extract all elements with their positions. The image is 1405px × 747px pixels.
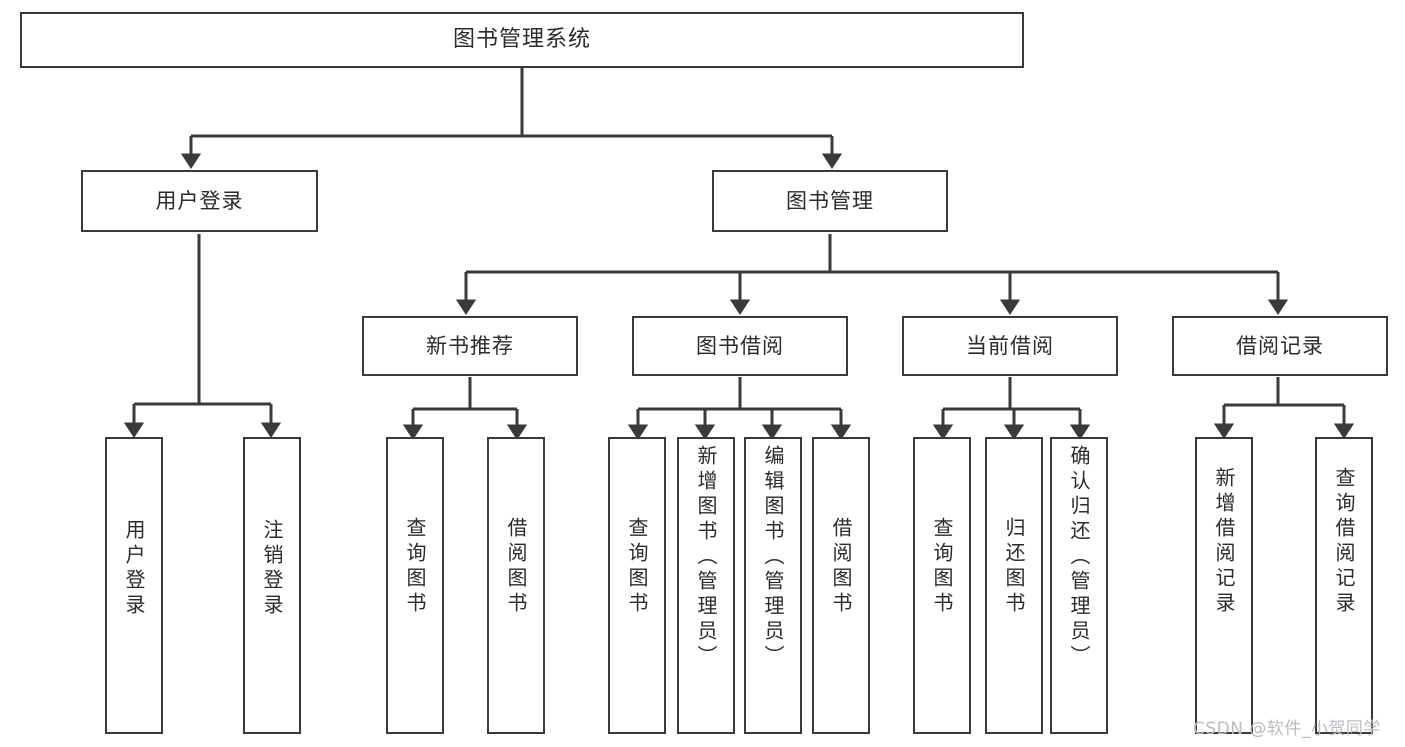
node-user-login[interactable]: 用户登录 [81,170,318,232]
node-leaf-add-book[interactable]: 新增图书（管理员） [677,437,735,734]
node-leaf-query-record[interactable]: 查询借阅记录 [1315,437,1373,734]
node-label: 归还图书 [1002,517,1026,617]
csdn-watermark: CSDN @软件_小贺同学 [1193,719,1381,739]
node-label: 用户登录 [155,188,244,213]
node-label: 查询图书 [930,517,954,617]
node-label: 借阅记录 [1236,333,1324,358]
node-leaf-logout[interactable]: 注销登录 [243,437,301,734]
node-leaf-return-book[interactable]: 归还图书 [985,437,1043,734]
node-label: 借阅图书 [829,517,853,617]
node-label: 图书管理 [786,188,874,213]
node-leaf-user-login[interactable]: 用户登录 [105,437,163,734]
node-label: 新增图书（管理员） [694,445,718,670]
node-leaf-add-record[interactable]: 新增借阅记录 [1195,437,1253,734]
node-new-book-rec[interactable]: 新书推荐 [362,316,578,376]
node-current-borrow[interactable]: 当前借阅 [902,316,1118,376]
node-label: 新增借阅记录 [1212,467,1236,617]
node-label: 确认归还（管理员） [1067,445,1091,670]
node-label: 当前借阅 [966,333,1054,358]
node-leaf-borrow-book-2[interactable]: 借阅图书 [812,437,870,734]
node-label: 借阅图书 [504,517,528,617]
node-label: 查询借阅记录 [1332,467,1356,617]
node-label: 注销登录 [260,519,284,619]
node-leaf-confirm-return[interactable]: 确认归还（管理员） [1050,437,1108,734]
node-label: 新书推荐 [426,333,514,358]
node-book-borrow[interactable]: 图书借阅 [632,316,848,376]
node-label: 用户登录 [122,519,146,619]
node-leaf-query-book-1[interactable]: 查询图书 [386,437,444,734]
node-label: 查询图书 [625,517,649,617]
node-root-system[interactable]: 图书管理系统 [20,12,1024,68]
node-label: 编辑图书（管理员） [761,445,785,670]
node-book-manage[interactable]: 图书管理 [712,170,948,232]
node-leaf-query-book-2[interactable]: 查询图书 [608,437,666,734]
node-label: 图书管理系统 [452,27,591,53]
node-label: 图书借阅 [696,333,784,358]
node-borrow-record[interactable]: 借阅记录 [1172,316,1388,376]
node-label: 查询图书 [403,517,427,617]
node-leaf-edit-book[interactable]: 编辑图书（管理员） [744,437,802,734]
node-leaf-borrow-book-1[interactable]: 借阅图书 [487,437,545,734]
node-leaf-query-book-3[interactable]: 查询图书 [913,437,971,734]
